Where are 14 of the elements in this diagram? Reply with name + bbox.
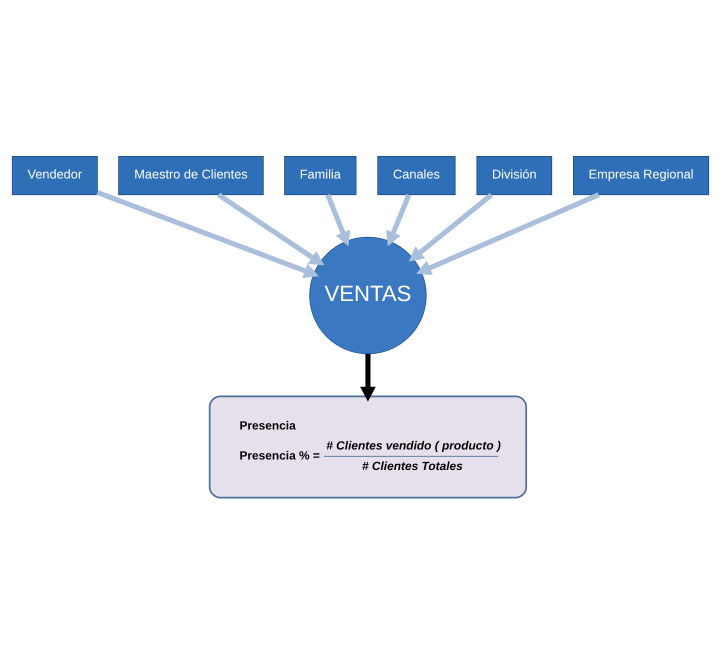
node-box: División [476,155,552,195]
node-box: Vendedor [12,155,98,195]
node-box: Maestro de Clientes [118,155,264,195]
node-box: Empresa Regional [573,155,710,195]
arrow [217,192,324,266]
arrow [325,193,350,246]
node-box: Presencia Presencia % = # Clientes vendido ( producto ) # Clientes Totales [208,395,528,498]
arrow [416,192,600,275]
arrow [408,192,494,262]
node-box: Familia [284,155,356,195]
node-box: Canales [377,155,456,195]
arrow [96,190,319,278]
arrow [360,353,376,402]
arrow [386,193,412,246]
